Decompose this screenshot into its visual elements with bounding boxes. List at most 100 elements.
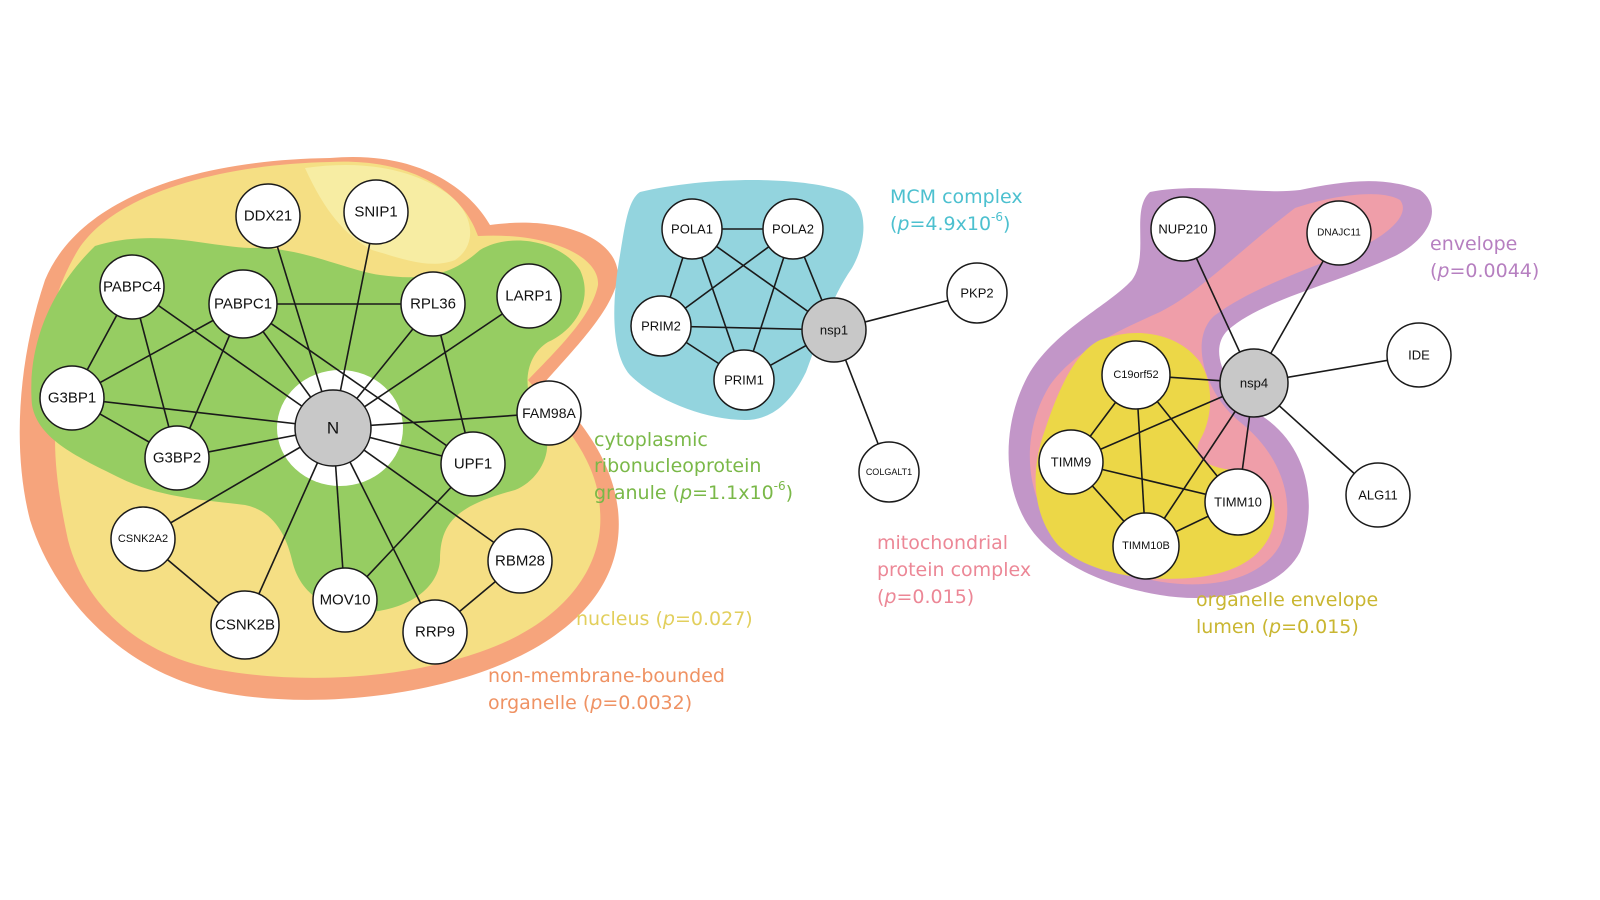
node-label: PABPC4 — [103, 279, 161, 296]
node-circle — [39, 365, 105, 431]
non-membrane-label-line2: organelle (p=0.0032) — [488, 692, 692, 714]
node-circle — [294, 389, 372, 467]
node-label: RBM28 — [495, 553, 545, 570]
node-label: POLA1 — [671, 222, 713, 237]
node-csnk2b[interactable]: CSNK2B — [210, 590, 280, 660]
node-circle — [858, 441, 920, 503]
node-label: COLGALT1 — [866, 467, 912, 477]
node-snip1[interactable]: SNIP1 — [343, 179, 409, 245]
node-circle — [1038, 429, 1104, 495]
hub-node-nsp4[interactable]: nsp4 — [1219, 348, 1289, 418]
node-label: nsp4 — [1240, 376, 1268, 391]
node-circle — [99, 254, 165, 320]
node-circle — [144, 425, 210, 491]
node-timm10[interactable]: TIMM10 — [1204, 468, 1272, 536]
node-circle — [1386, 322, 1452, 388]
mito-label-line3: (p=0.015) — [877, 586, 974, 608]
node-circle — [1150, 196, 1216, 262]
node-label: POLA2 — [772, 222, 814, 237]
node-circle — [402, 599, 468, 665]
node-circle — [400, 271, 466, 337]
node-c19orf52[interactable]: C19orf52 — [1101, 340, 1171, 410]
edge-pabpc1-upf1 — [242, 303, 474, 465]
node-g3bp1[interactable]: G3BP1 — [39, 365, 105, 431]
node-circle — [440, 431, 506, 497]
node-timm10b[interactable]: TIMM10B — [1112, 512, 1180, 580]
node-circle — [1112, 512, 1180, 580]
node-prim2[interactable]: PRIM2 — [630, 295, 692, 357]
cytoplasmic-label-line3: granule (p=1.1x10-6) — [594, 479, 793, 504]
non-membrane-label-line1: non-membrane-bounded — [488, 665, 725, 687]
mcm-label-line1: MCM complex — [890, 186, 1023, 208]
node-pabpc1[interactable]: PABPC1 — [208, 269, 278, 339]
edge-n-pabpc4 — [131, 286, 334, 429]
node-circle — [801, 297, 867, 363]
node-alg11[interactable]: ALG11 — [1345, 462, 1411, 528]
node-circle — [713, 349, 775, 411]
node-nup210[interactable]: NUP210 — [1150, 196, 1216, 262]
node-circle — [630, 295, 692, 357]
node-upf1[interactable]: UPF1 — [440, 431, 506, 497]
node-dnajc11[interactable]: DNAJC11 — [1306, 200, 1372, 266]
node-label: FAM98A — [522, 405, 576, 421]
node-circle — [487, 528, 553, 594]
node-circle — [661, 198, 723, 260]
node-label: PKP2 — [960, 286, 993, 301]
node-ide[interactable]: IDE — [1386, 322, 1452, 388]
lumen-label-line2: lumen (p=0.015) — [1196, 616, 1359, 638]
node-circle — [496, 263, 562, 329]
node-circle — [312, 567, 378, 633]
hub-node-nsp1[interactable]: nsp1 — [801, 297, 867, 363]
node-label: PABPC1 — [214, 296, 272, 313]
node-label: RRP9 — [415, 624, 455, 641]
node-label: N — [327, 419, 339, 438]
node-fam98a[interactable]: FAM98A — [516, 380, 582, 446]
node-pabpc4[interactable]: PABPC4 — [99, 254, 165, 320]
envelope-label-line1: envelope — [1430, 233, 1517, 255]
node-label: RPL36 — [410, 296, 456, 313]
node-circle — [1101, 340, 1171, 410]
node-label: CSNK2B — [215, 617, 275, 634]
node-timm9[interactable]: TIMM9 — [1038, 429, 1104, 495]
node-label: PRIM1 — [724, 373, 764, 388]
node-prim1[interactable]: PRIM1 — [713, 349, 775, 411]
node-circle — [343, 179, 409, 245]
hub-node-n[interactable]: N — [294, 389, 372, 467]
node-label: C19orf52 — [1113, 369, 1158, 381]
node-label: PRIM2 — [641, 319, 681, 334]
node-circle — [1204, 468, 1272, 536]
edge-n-larp1 — [332, 295, 530, 429]
cytoplasmic-label-line1: cytoplasmic — [594, 429, 708, 451]
annotations: cytoplasmic ribonucleoprotein granule (p… — [488, 186, 1539, 714]
node-pola1[interactable]: POLA1 — [661, 198, 723, 260]
node-label: MOV10 — [320, 592, 371, 609]
mito-label-line1: mitochondrial — [877, 532, 1008, 554]
node-csnk2a2[interactable]: CSNK2A2 — [110, 506, 176, 572]
node-label: LARP1 — [505, 288, 553, 305]
node-g3bp2[interactable]: G3BP2 — [144, 425, 210, 491]
node-rrp9[interactable]: RRP9 — [402, 599, 468, 665]
node-rpl36[interactable]: RPL36 — [400, 271, 466, 337]
node-label: G3BP1 — [48, 390, 96, 407]
node-ddx21[interactable]: DDX21 — [235, 183, 301, 249]
node-label: ALG11 — [1358, 488, 1398, 503]
lumen-label-line1: organelle envelope — [1196, 589, 1378, 611]
node-circle — [1219, 348, 1289, 418]
node-colgalt1[interactable]: COLGALT1 — [858, 441, 920, 503]
node-rbm28[interactable]: RBM28 — [487, 528, 553, 594]
node-label: UPF1 — [454, 456, 492, 473]
mcm-label-line2: (p=4.9x10-6) — [890, 210, 1010, 235]
node-larp1[interactable]: LARP1 — [496, 263, 562, 329]
node-mov10[interactable]: MOV10 — [312, 567, 378, 633]
node-circle — [1306, 200, 1372, 266]
envelope-label-line2: (p=0.0044) — [1430, 260, 1539, 282]
node-label: DNAJC11 — [1317, 228, 1361, 239]
mito-label-line2: protein complex — [877, 559, 1031, 581]
node-label: DDX21 — [244, 208, 292, 225]
node-label: nsp1 — [820, 323, 848, 338]
node-pkp2[interactable]: PKP2 — [946, 262, 1008, 324]
node-circle — [946, 262, 1008, 324]
node-pola2[interactable]: POLA2 — [762, 198, 824, 260]
